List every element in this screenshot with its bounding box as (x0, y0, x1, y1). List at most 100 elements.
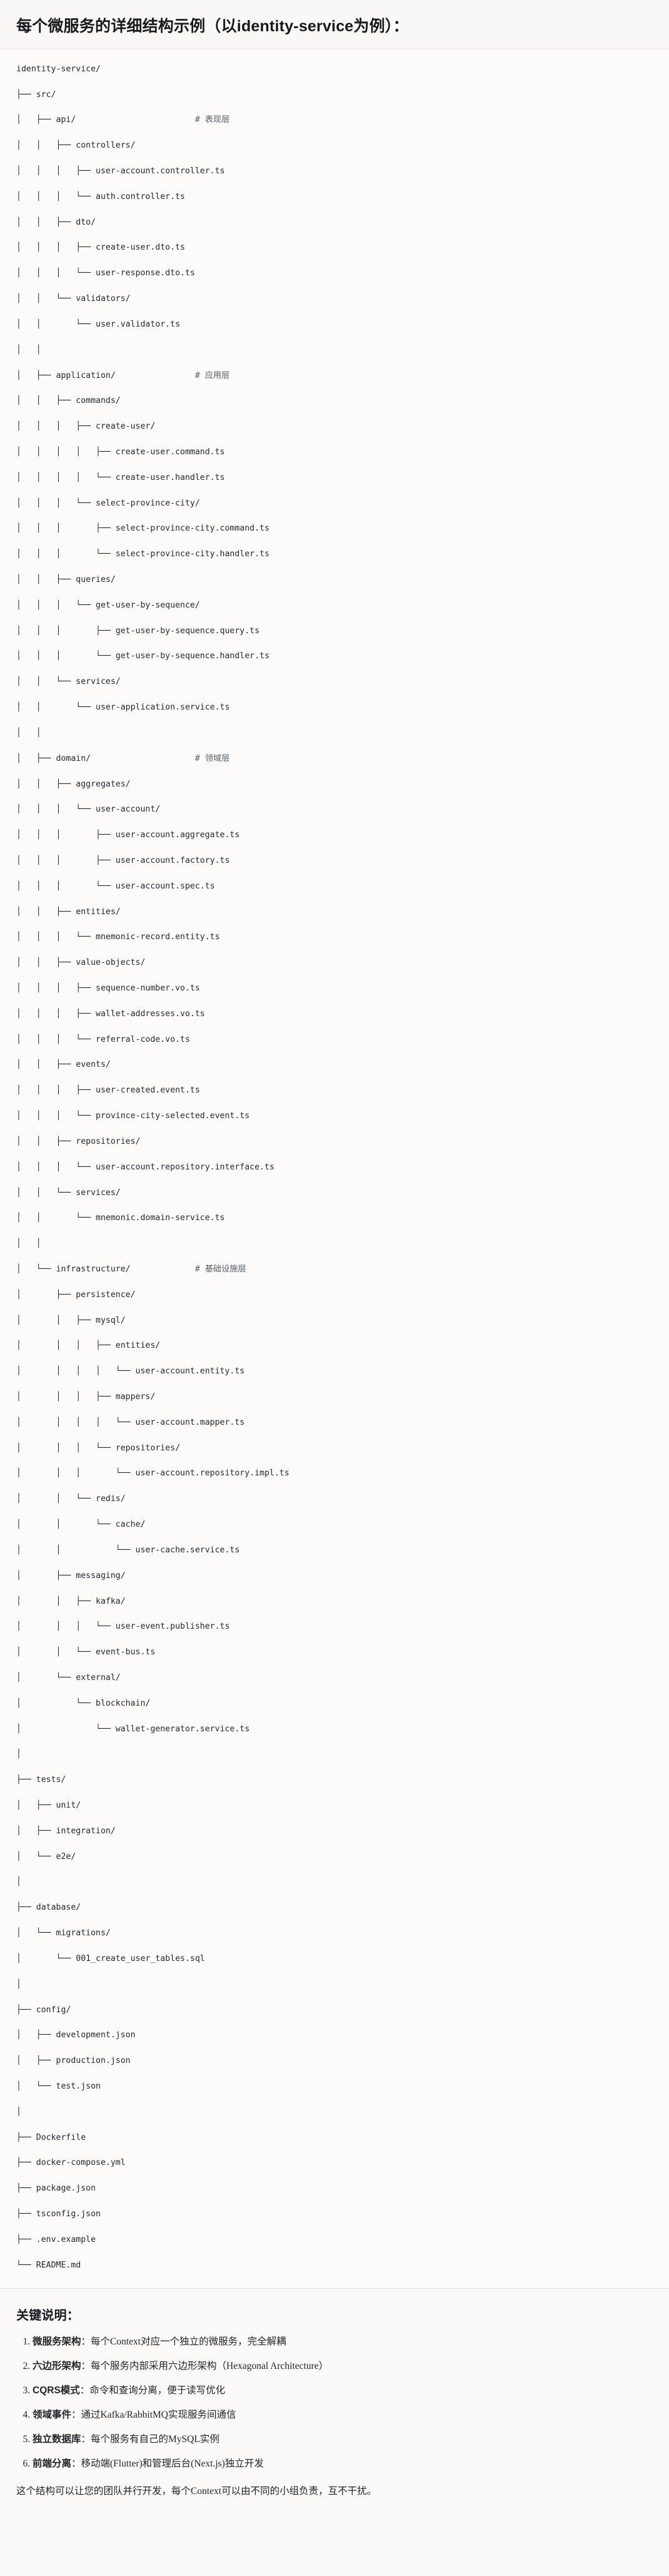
tree-line: │ │ │ ├── create-user/ (16, 420, 653, 433)
key-note-term: 领域事件 (33, 2410, 72, 2421)
tree-line: │ └── test.json (16, 2080, 653, 2093)
tree-line-path: identity-service/ (16, 64, 101, 74)
tree-line-path: │ ├── unit/ (16, 1801, 81, 1810)
tree-line-path: │ └── external/ (16, 1672, 121, 1683)
tree-line-path: │ │ │ ├── user-account.aggregate.ts (16, 830, 240, 840)
tree-line: │ ├── messaging/ (16, 1570, 653, 1582)
tree-line-path: │ │ └── event-bus.ts (16, 1647, 156, 1657)
tree-line-path: │ ├── development.json (16, 2030, 136, 2040)
tree-line-path: │ │ ├── commands/ (16, 396, 121, 406)
tree-line-path: │ ├── integration/ (16, 1826, 116, 1836)
tree-comment-gap (76, 115, 195, 125)
tree-line: │ │ ├── repositories/ (16, 1136, 653, 1148)
tree-line: │ ├── application/ # 应用层 (16, 370, 653, 382)
tree-line: │ │ │ ├── mappers/ (16, 1391, 653, 1403)
tree-line: ├── docker-compose.yml (16, 2157, 653, 2169)
tree-line-path: │ │ │ └── user-account.spec.ts (16, 881, 215, 891)
tree-line: │ │ │ ├── get-user-by-sequence.query.ts (16, 625, 653, 638)
key-note-item: 六边形架构：每个服务内部采用六边形架构（Hexagonal Architectu… (33, 2359, 653, 2374)
tree-line: │ │ └── user.validator.ts (16, 318, 653, 331)
tree-line-path: │ ├── domain/ (16, 753, 91, 763)
key-note-term: 六边形架构 (33, 2361, 81, 2372)
tree-line-path: │ └── infrastructure/ (16, 1264, 131, 1274)
tree-line-path: │ │ │ └── mnemonic-record.entity.ts (16, 932, 220, 942)
tree-line-path: ├── .env.example (16, 2234, 96, 2244)
key-note-description: ：每个服务有自己的MySQL实例 (81, 2434, 219, 2445)
tree-line: ├── src/ (16, 89, 653, 101)
tree-line: │ │ │ │ ├── create-user.command.ts (16, 446, 653, 459)
tree-line-path: │ │ ├── dto/ (16, 217, 96, 227)
tree-line: │ │ │ └── user-response.dto.ts (16, 267, 653, 280)
tree-line-path: │ │ │ ├── user-account.factory.ts (16, 855, 230, 865)
key-note-item: 前端分离：移动端(Flutter)和管理后台(Next.js)独立开发 (33, 2456, 653, 2472)
tree-line-path: │ └── blockchain/ (16, 1698, 151, 1708)
tree-line: │ │ │ └── get-user-by-sequence.handler.t… (16, 650, 653, 663)
tree-line-path: └── README.md (16, 2260, 81, 2270)
tree-line-path: │ (16, 1749, 21, 1759)
tree-line-path: │ │ └── user-cache.service.ts (16, 1545, 240, 1555)
tree-line: │ │ (16, 344, 653, 357)
tree-line: │ │ │ ├── user-account.factory.ts (16, 855, 653, 867)
tree-line-comment: # 表现层 (194, 115, 230, 125)
tree-line: │ └── 001_create_user_tables.sql (16, 1953, 653, 1965)
tree-line-path: │ │ └── user-application.service.ts (16, 703, 230, 713)
tree-line: ├── tests/ (16, 1774, 653, 1786)
tree-line-path: │ │ │ │ └── user-account.mapper.ts (16, 1417, 245, 1427)
tree-line-path: │ (16, 2107, 21, 2117)
key-note-term: CQRS模式 (33, 2385, 80, 2396)
key-note-item: CQRS模式：命令和查询分离，便于读写优化 (33, 2383, 653, 2398)
tree-line-path: │ │ ├── mysql/ (16, 1315, 126, 1325)
tree-line-path: ├── docker-compose.yml (16, 2158, 126, 2168)
tree-line: │ │ │ └── user-account.repository.impl.t… (16, 1467, 653, 1480)
tree-line-path: │ │ ├── kafka/ (16, 1596, 126, 1606)
tree-line-path: │ │ │ └── auth.controller.ts (16, 191, 185, 201)
tree-line-path: ├── tsconfig.json (16, 2209, 101, 2219)
tree-line-path: │ │ ├── queries/ (16, 575, 116, 584)
tree-line: │ │ │ └── user-event.publisher.ts (16, 1621, 653, 1633)
tree-line: identity-service/ (16, 63, 653, 76)
tree-line-path: │ │ │ ├── user-created.event.ts (16, 1086, 200, 1096)
tree-line: │ │ │ └── repositories/ (16, 1442, 653, 1455)
tree-line: │ │ └── mnemonic.domain-service.ts (16, 1212, 653, 1224)
tree-line: │ │ └── services/ (16, 676, 653, 688)
tree-line-path: ├── Dockerfile (16, 2132, 86, 2142)
tree-line-path: │ (16, 1877, 21, 1887)
tree-line-path: │ │ │ ├── entities/ (16, 1341, 161, 1351)
tree-line: ├── .env.example (16, 2234, 653, 2246)
tree-line: │ │ │ └── mnemonic-record.entity.ts (16, 931, 653, 944)
tree-line: └── README.md (16, 2259, 653, 2272)
tree-comment-gap (91, 754, 195, 763)
key-notes-section: 关键说明： 微服务架构：每个Context对应一个独立的微服务，完全解耦六边形架… (0, 2289, 669, 2513)
tree-line-path: │ │ │ └── user-response.dto.ts (16, 268, 195, 278)
tree-line: │ │ │ ├── user-account.aggregate.ts (16, 829, 653, 842)
tree-line: │ │ ├── commands/ (16, 395, 653, 407)
key-note-term: 独立数据库 (33, 2434, 81, 2445)
tree-line-path: │ │ │ ├── create-user/ (16, 422, 156, 432)
tree-line: │ ├── production.json (16, 2055, 653, 2067)
tree-line: │ ├── persistence/ (16, 1289, 653, 1301)
tree-line-path: │ └── wallet-generator.service.ts (16, 1724, 250, 1734)
directory-tree: identity-service/ ├── src/ │ ├── api/ # … (16, 63, 653, 2272)
tree-line: │ │ ├── aggregates/ (16, 778, 653, 791)
key-note-description: ：通过Kafka/RabbitMQ实现服务间通信 (71, 2410, 236, 2421)
key-note-description: ：命令和查询分离，便于读写优化 (79, 2385, 226, 2396)
tree-line: │ └── external/ (16, 1672, 653, 1684)
tree-line: │ │ │ ├── sequence-number.vo.ts (16, 982, 653, 995)
tree-line-path: │ ├── production.json (16, 2056, 131, 2066)
tree-line: ├── database/ (16, 1901, 653, 1914)
closing-paragraph: 这个结构可以让您的团队并行开发，每个Context可以由不同的小组负责，互不干扰… (16, 2486, 377, 2497)
tree-line-comment: # 应用层 (194, 370, 230, 380)
tree-line-path: │ │ │ ├── get-user-by-sequence.query.ts (16, 626, 260, 636)
tree-line-path: │ ├── api/ (16, 115, 76, 125)
tree-line-path: │ │ (16, 728, 41, 738)
tree-line: │ │ │ └── user-account/ (16, 803, 653, 816)
tree-line-path: │ │ │ └── select-province-city.handler.t… (16, 549, 269, 559)
tree-line-path: │ │ │ │ └── create-user.handler.ts (16, 472, 225, 482)
tree-line: │ │ │ │ └── user-account.entity.ts (16, 1365, 653, 1378)
tree-line-path: ├── config/ (16, 2005, 71, 2015)
tree-line: ├── tsconfig.json (16, 2208, 653, 2221)
tree-line: │ │ ├── value-objects/ (16, 957, 653, 969)
tree-line-path: │ │ └── mnemonic.domain-service.ts (16, 1213, 225, 1223)
tree-line: │ ├── integration/ (16, 1825, 653, 1838)
tree-line: │ └── wallet-generator.service.ts (16, 1723, 653, 1736)
